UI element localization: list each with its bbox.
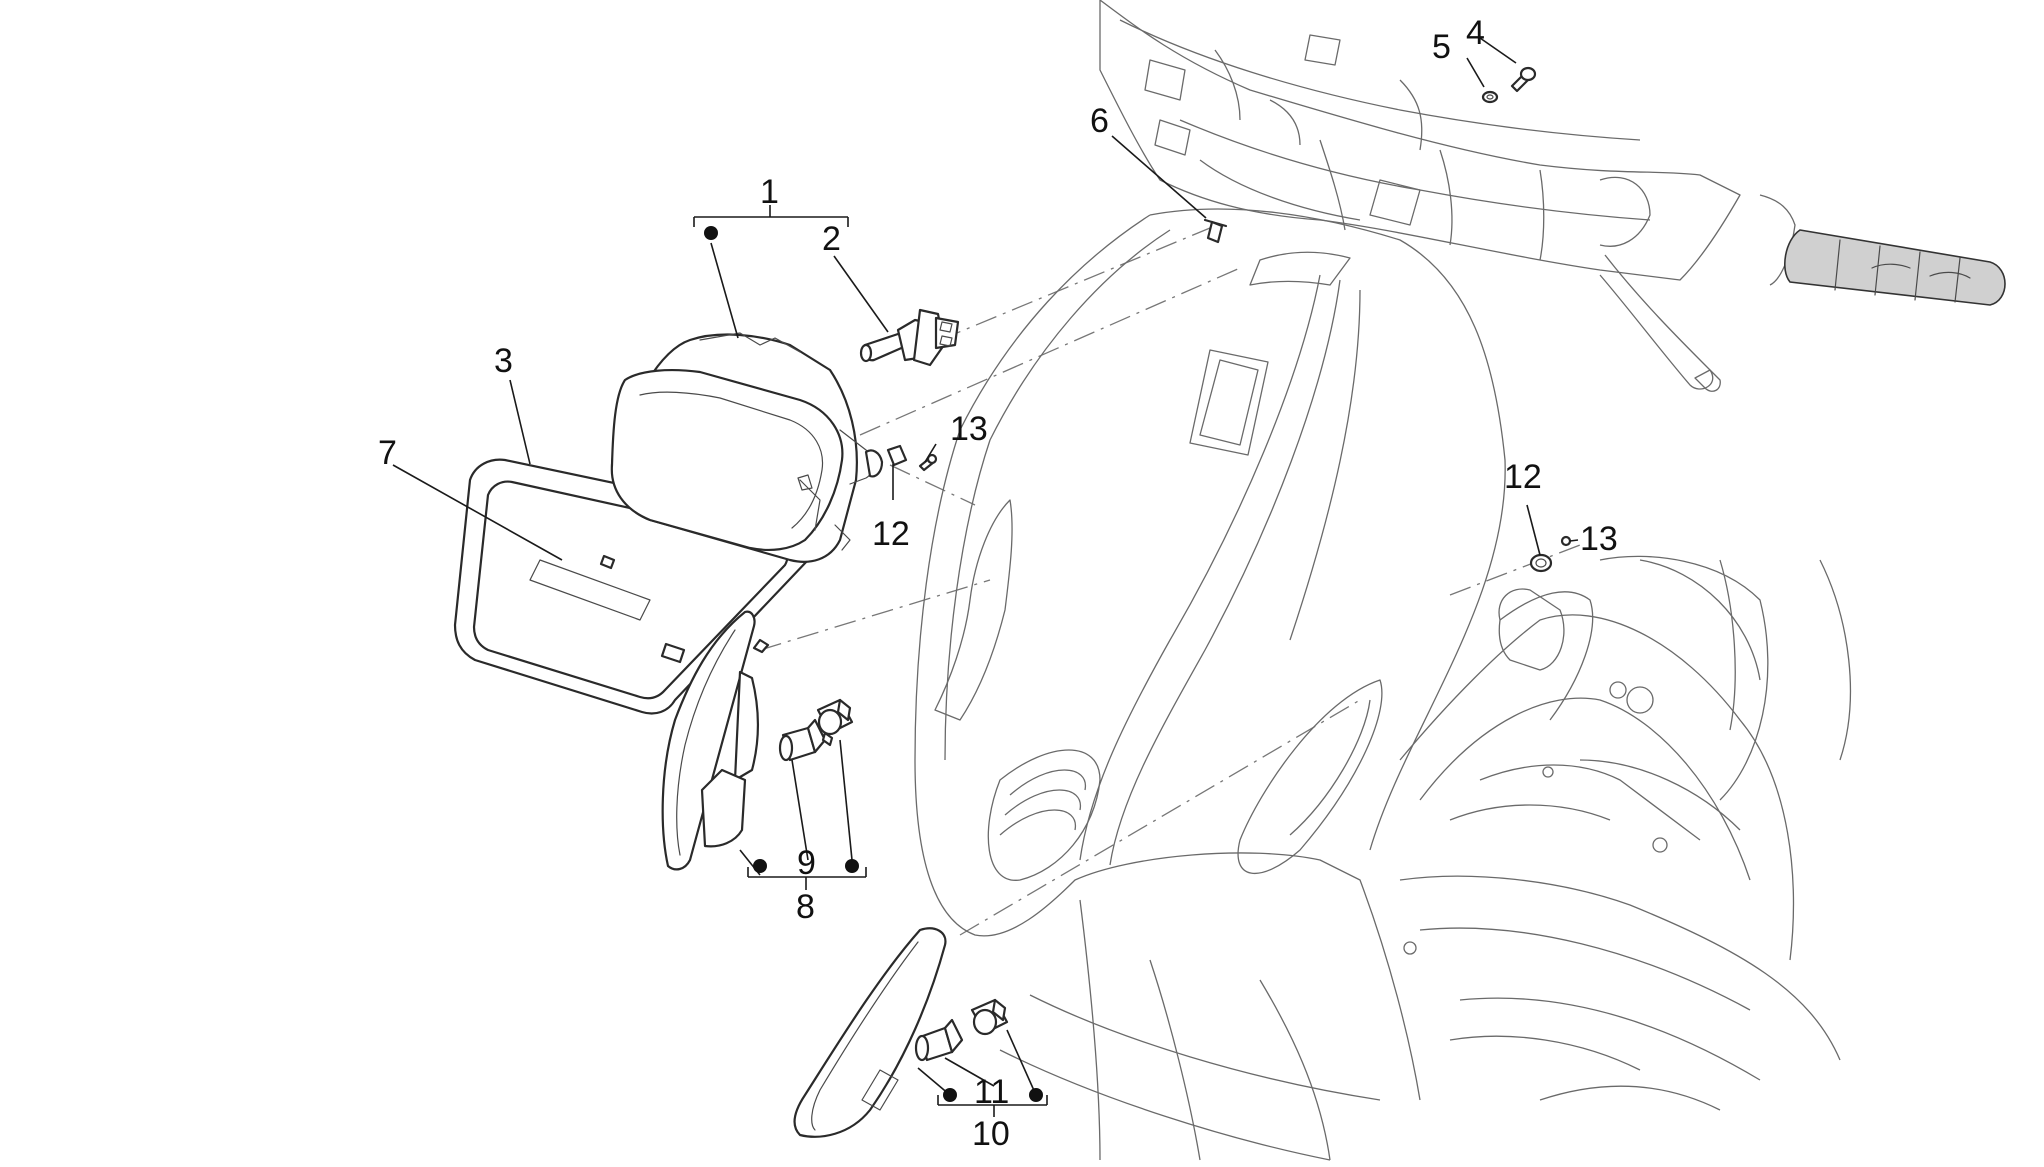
kit-dot: [943, 1088, 957, 1102]
label-part-7: 7: [378, 434, 397, 472]
bracket-8: [747, 867, 867, 878]
scooter-front-shield: [914, 208, 1852, 1161]
part-1-headlight-unit: [610, 332, 884, 563]
label-part-2: 2: [822, 220, 841, 258]
label-part-3: 3: [494, 342, 513, 380]
label-part-12-left: 12: [872, 515, 910, 553]
label-part-6: 6: [1090, 102, 1109, 140]
label-part-13-right: 13: [1580, 520, 1618, 558]
kit-dot: [753, 859, 767, 873]
kit-dot: [704, 226, 718, 240]
kit-marker-dots: [704, 226, 1043, 1102]
kit-dot: [1029, 1088, 1043, 1102]
bracket-10: [937, 1095, 1048, 1106]
axis-headlight-side: [889, 464, 976, 506]
callout-labels: 1 2 3 4 5 6 7 8 9 10 11 12 12 13 13: [378, 14, 1618, 1153]
part-8-bulb-holder: [816, 698, 854, 747]
label-part-11: 11: [974, 1073, 1009, 1111]
part-9-indicator-bulb: [778, 718, 827, 762]
axis-right-clip: [1449, 544, 1581, 596]
part-10-bulb-holder: [970, 998, 1009, 1036]
part-2-headlight-bulb: [859, 308, 960, 367]
axis-side-indicator: [959, 699, 1361, 936]
bracket-1: [693, 216, 849, 227]
part-6-screw: [1203, 218, 1228, 244]
axis-front-indicator: [759, 579, 991, 651]
kit-dot: [845, 859, 859, 873]
axis-headlight-top: [859, 267, 1241, 436]
label-part-8: 8: [796, 888, 815, 926]
part-10-side-indicator: [793, 927, 947, 1138]
label-part-1: 1: [760, 173, 779, 211]
leader-lines: [392, 37, 1579, 1117]
handlebar-grip: [1784, 229, 2006, 306]
part-4-screw: [1510, 66, 1537, 93]
part-12-grommet-right: [1529, 553, 1553, 573]
label-part-9: 9: [797, 844, 816, 882]
part-5-washer: [1481, 90, 1499, 104]
label-part-13-left: 13: [950, 410, 988, 448]
part-11-indicator-bulb: [914, 1018, 964, 1062]
assembly-axis-lines: [759, 227, 1581, 936]
label-part-5: 5: [1432, 28, 1451, 66]
part-8-front-indicator: [661, 610, 770, 871]
handlebar-assembly: [1099, 0, 2006, 392]
label-part-4: 4: [1466, 14, 1485, 52]
label-part-10: 10: [972, 1115, 1010, 1153]
axis-headlight-bulb: [939, 227, 1211, 341]
part-12-clip-left: [886, 444, 908, 467]
label-part-12-right: 12: [1504, 458, 1542, 496]
part-13-screw-right: [1560, 535, 1572, 547]
